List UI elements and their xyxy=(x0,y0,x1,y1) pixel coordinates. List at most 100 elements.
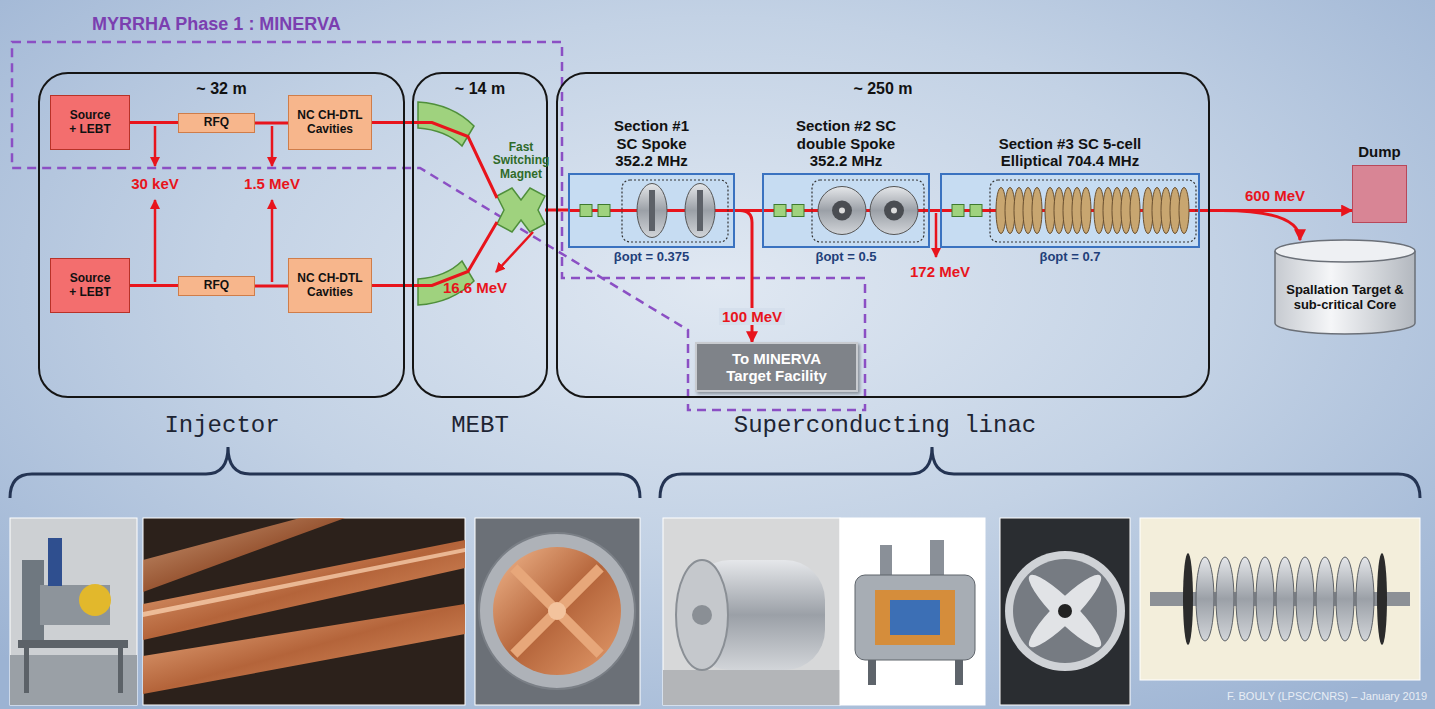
linac-section: Section #1 SC Spoke 352.2 MHzβopt = 0.37… xyxy=(568,173,735,248)
section-interior-part xyxy=(649,190,655,231)
section-heading: Section #1 SC Spoke 352.2 MHz xyxy=(602,117,702,169)
elliptical-cavity-photo-part xyxy=(1183,553,1193,645)
section-interior-part xyxy=(568,173,735,248)
box-label: RFQ xyxy=(204,116,229,130)
section-interior-part xyxy=(990,180,1196,242)
injector-photo-part xyxy=(40,585,110,625)
section-caption: Superconducting linac xyxy=(734,412,1036,439)
injector-photo xyxy=(10,518,137,705)
section-interior-part xyxy=(622,180,728,242)
box-label: RFQ xyxy=(204,279,229,293)
box-label: To MINERVA Target Facility xyxy=(713,350,841,385)
rfq-photo-part xyxy=(143,518,465,705)
elliptical-cavity-photo-part-part xyxy=(1216,557,1234,641)
elliptical-cavity-photo-part xyxy=(1140,518,1420,680)
section-interior-part xyxy=(762,173,930,248)
cryomodule-cutaway xyxy=(840,518,985,705)
elliptical-cavity-photo-part-part xyxy=(1316,557,1334,641)
section-interior-part xyxy=(1045,188,1091,234)
section-interior-part xyxy=(1094,188,1140,234)
accelerator-box: RFQ xyxy=(178,276,255,296)
spoke-cavity-photo-part xyxy=(1005,551,1125,671)
energy-leader-part xyxy=(154,126,157,166)
beam-line xyxy=(372,123,497,199)
elliptical-cavity-photo xyxy=(1140,518,1420,680)
elliptical-cavity-photo-part-part xyxy=(1276,557,1294,641)
energy-leader-part xyxy=(271,200,274,282)
cryomodule-photo-part xyxy=(663,518,840,705)
cryomodule-photo xyxy=(663,518,840,705)
cryomodule-photo-part xyxy=(676,560,728,670)
accelerator-box: RFQ xyxy=(178,113,255,133)
injector-photo-part xyxy=(48,538,62,586)
energy-label: 100 MeV xyxy=(719,308,785,325)
elliptical-cavity-photo-part-part xyxy=(1356,557,1374,641)
rfq-photo xyxy=(143,518,465,705)
energy-label: 172 MeV xyxy=(910,263,970,280)
diagram-title: MYRRHA Phase 1 : MINERVA xyxy=(92,14,341,35)
energy-leader-part xyxy=(271,126,274,166)
injector-photo-part xyxy=(24,648,29,693)
accelerator-box: NC CH-DTL Cavities xyxy=(288,258,372,313)
cryomodule-cutaway-part xyxy=(930,540,944,575)
section-caption: MEBT xyxy=(451,412,509,439)
section-interior xyxy=(568,173,1200,248)
cryomodule-cutaway-part xyxy=(840,518,985,705)
box-label: Source + LEBT xyxy=(65,109,115,137)
section-frame: ~ 32 mSource + LEBTRFQNC CH-DTL Cavities… xyxy=(38,72,405,398)
injector-photo-part xyxy=(10,518,137,705)
spallation-target: Spallation Target & sub-critical Core xyxy=(1274,240,1416,335)
section-interior-part xyxy=(870,187,918,235)
box-label: NC CH-DTL Cavities xyxy=(293,109,367,137)
beam-line xyxy=(255,122,288,125)
beam-line xyxy=(930,209,940,212)
injector-photo-part xyxy=(118,648,123,693)
ion-source-box: Source + LEBT xyxy=(50,258,130,313)
spoke-cavity-photo-part xyxy=(1022,568,1108,654)
section-interior-part xyxy=(580,205,982,217)
section-heading: Section #3 SC 5-cell Elliptical 704.4 MH… xyxy=(996,135,1144,170)
cryomodule-cutaway-part xyxy=(955,660,963,685)
bracket xyxy=(10,447,1420,498)
section-interior-part xyxy=(812,180,924,242)
cryomodule-photo-part xyxy=(692,605,712,625)
section-interior-part xyxy=(996,188,1042,234)
beta-label: βopt = 0.5 xyxy=(791,250,901,265)
spoke-cavity-photo xyxy=(1000,518,1130,705)
length-label: ~ 14 m xyxy=(414,80,546,98)
box-label: Source + LEBT xyxy=(65,272,115,300)
injector-photo-part xyxy=(10,655,137,705)
energy-leader-part xyxy=(154,200,157,282)
beam-dump: Dump xyxy=(1352,165,1407,223)
ch-cavity-photo-part xyxy=(475,518,640,705)
switching-magnet: Fast Switching Magnet xyxy=(497,188,545,232)
cryomodule-cutaway-part xyxy=(855,575,975,660)
section-interior-part xyxy=(839,208,845,214)
energy-leader-part xyxy=(935,213,938,257)
cryomodule-cutaway-part xyxy=(875,590,955,645)
ch-cavity-photo xyxy=(475,518,640,705)
dump-label: Dump xyxy=(1350,143,1410,160)
switching-magnet-shape-part xyxy=(497,188,545,232)
box-label: NC CH-DTL Cavities xyxy=(293,272,367,300)
beta-label: βopt = 0.7 xyxy=(1015,250,1125,265)
beam-line xyxy=(130,284,178,287)
section-interior-part xyxy=(685,184,715,238)
dipole-magnet xyxy=(418,102,474,305)
rfq-photo-part xyxy=(143,604,465,694)
target-facility-box: To MINERVA Target Facility xyxy=(695,342,858,392)
ch-cavity-photo-part xyxy=(510,564,603,657)
energy-label: 30 keV xyxy=(131,175,179,192)
elliptical-cavity-photo-part-part xyxy=(1236,557,1254,641)
linac-section: Section #3 SC 5-cell Elliptical 704.4 MH… xyxy=(940,173,1200,248)
energy-leader-part xyxy=(496,232,533,272)
section-interior-part xyxy=(832,201,852,221)
injector-photo-part xyxy=(79,584,111,616)
cryomodule-cutaway-part xyxy=(880,545,892,575)
beam-line xyxy=(130,121,178,124)
injector-photo-part xyxy=(18,640,128,648)
switching-magnet-shape xyxy=(497,188,545,232)
beam-line xyxy=(1200,211,1300,241)
linac-section: Section #2 SC double Spoke 352.2 MHzβopt… xyxy=(762,173,930,248)
